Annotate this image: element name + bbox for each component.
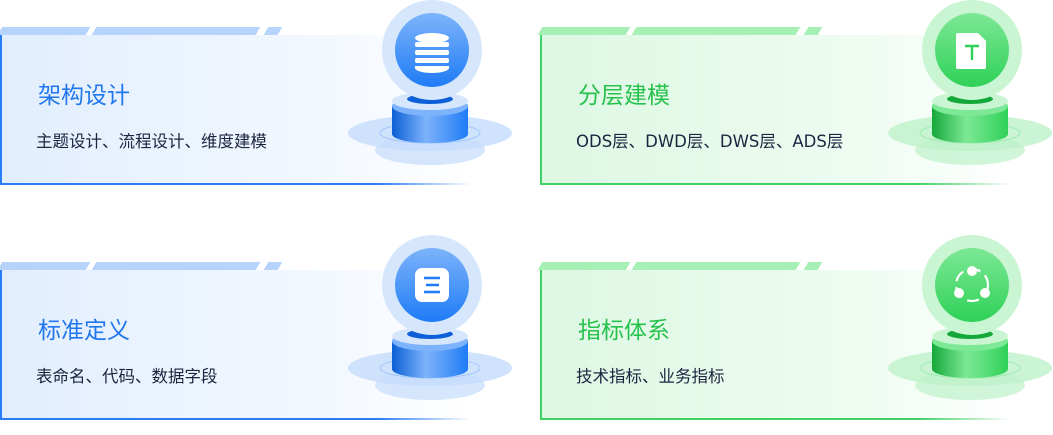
feature-card-3: 标准定义 表命名、代码、数据字段: [0, 235, 520, 435]
card-body: [540, 270, 1010, 420]
feature-card-4: 指标体系 技术指标、业务指标: [537, 235, 1053, 435]
share-nodes-icon: [888, 235, 1052, 400]
card-title: 标准定义: [38, 318, 130, 344]
database-icon: [348, 0, 512, 165]
decor-strip: [537, 262, 823, 270]
card-description: 表命名、代码、数据字段: [36, 367, 218, 386]
decor-strip: [0, 262, 283, 270]
card-title: 分层建模: [578, 83, 670, 109]
card-description: ODS层、DWD层、DWS层、ADS层: [576, 132, 844, 151]
decor-strip: [0, 27, 283, 35]
card-title: 指标体系: [578, 318, 670, 344]
card-description: 技术指标、业务指标: [576, 367, 725, 386]
card-title: 架构设计: [38, 83, 130, 109]
text-file-icon: [888, 0, 1052, 165]
decor-strip: [537, 27, 823, 35]
feature-card-2: 分层建模 ODS层、DWD层、DWS层、ADS层: [537, 0, 1053, 200]
feature-card-1: 架构设计 主题设计、流程设计、维度建模: [0, 0, 520, 200]
document-list-icon: [348, 235, 512, 400]
card-description: 主题设计、流程设计、维度建模: [36, 132, 267, 151]
